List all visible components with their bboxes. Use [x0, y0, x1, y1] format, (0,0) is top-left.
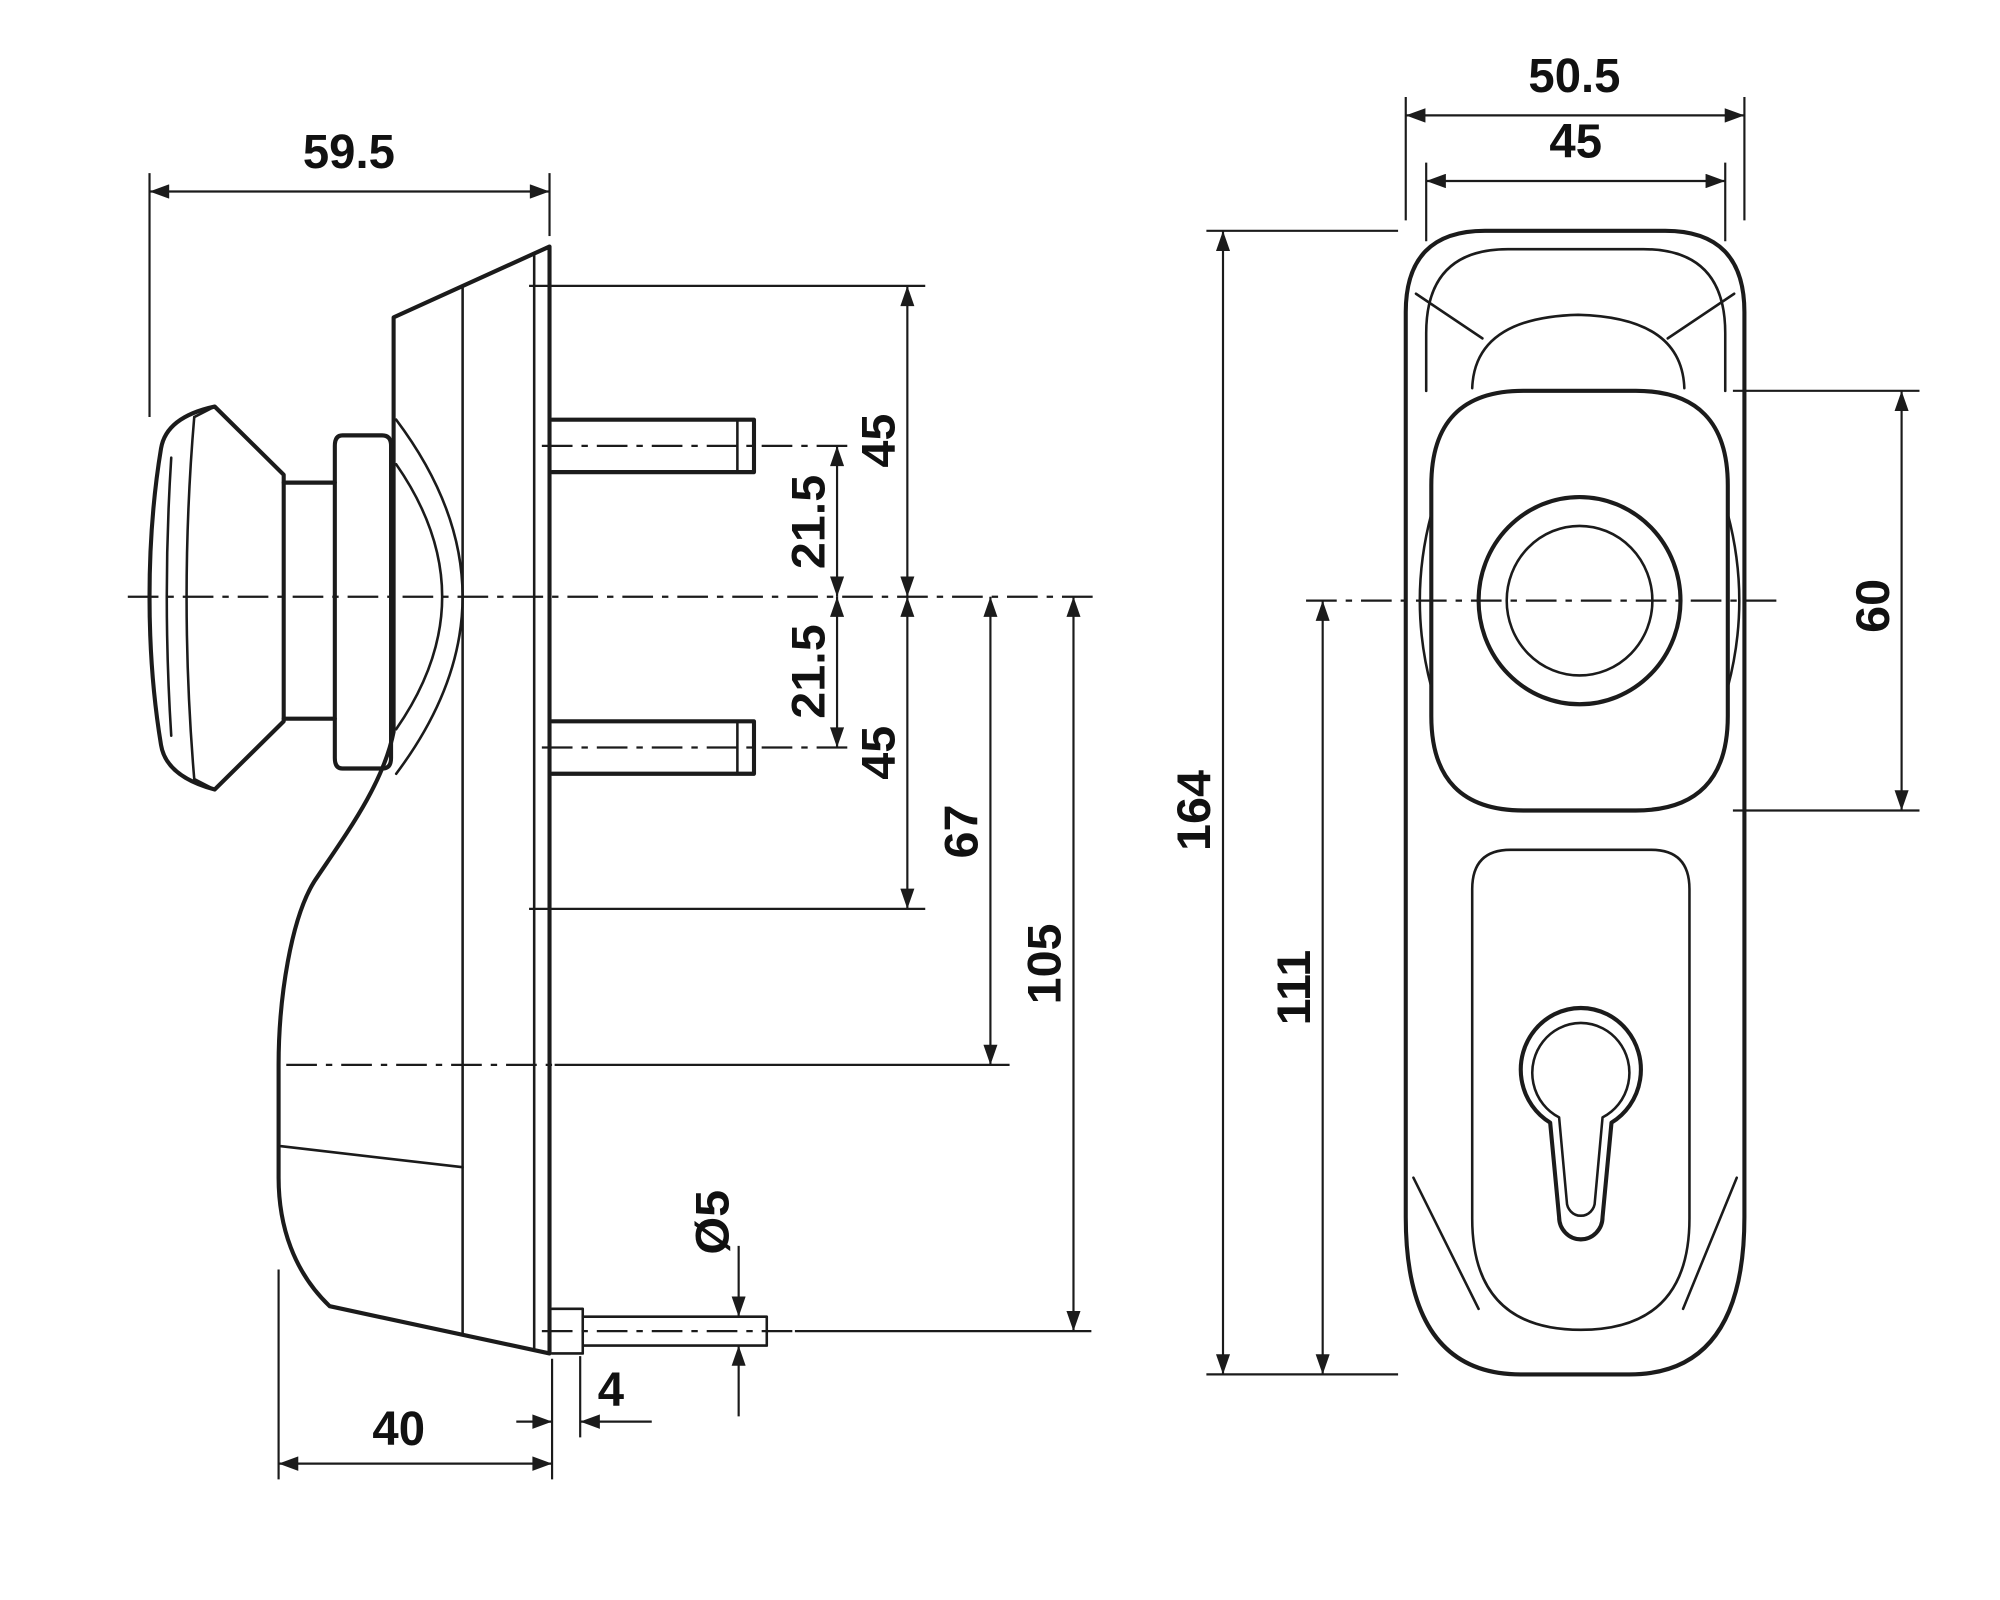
dim-top-to-center: 45 [853, 414, 905, 468]
pin-collar [550, 1307, 585, 1355]
top-facet-left [1414, 292, 1484, 340]
dim-center-to-lower-edge: 45 [853, 726, 905, 780]
knob-facet-bottom [192, 777, 216, 791]
hub-arc-inner [394, 462, 444, 731]
dim-center-to-pin: 105 [1019, 923, 1071, 1004]
dim-center-to-bottom: 111 [1268, 950, 1320, 1026]
knob-face [1505, 524, 1654, 677]
knob-side-bulge-right [1726, 512, 1741, 689]
body-contour-line [279, 1144, 464, 1169]
side-view-dimensions: 59.5 45 21.5 21.5 45 67 105 [148, 125, 1081, 1480]
knob-front [1429, 388, 1730, 813]
knob-facet-top [192, 405, 216, 419]
dim-upper-stud-offset: 21.5 [783, 475, 835, 569]
side-view: 59.5 45 21.5 21.5 45 67 105 [127, 125, 1097, 1480]
faceplate-inner-top [1424, 247, 1727, 393]
knob-facet-arc [185, 415, 196, 781]
dim-base-width: 40 [372, 1403, 425, 1457]
mounting-stud-lower [550, 719, 757, 776]
knob-left-contour [165, 456, 173, 738]
dim-lower-stud-offset: 21.5 [783, 624, 835, 718]
dim-front-inner-width: 45 [1549, 115, 1602, 169]
hub-arc-outer [394, 418, 464, 776]
dim-center-to-keyhole: 67 [936, 804, 988, 858]
front-view-geometry [1403, 228, 1747, 1377]
top-facet-right [1666, 292, 1736, 340]
bottom-facet-right [1681, 1176, 1739, 1311]
faceplate-outline [1403, 228, 1747, 1377]
side-view-centerlines [127, 444, 1097, 1333]
front-view-dimensions: 50.5 45 164 111 60 [1169, 49, 1920, 1376]
dim-knob-height: 60 [1847, 579, 1899, 633]
mounting-stud-upper [550, 417, 757, 475]
bottom-facet-left [1412, 1176, 1480, 1311]
fixing-pin [581, 1315, 769, 1347]
dim-total-height: 164 [1169, 770, 1221, 851]
dim-side-total-width: 59.5 [303, 125, 395, 179]
knob-ring [1476, 494, 1683, 707]
dim-pin-collar-length: 4 [598, 1363, 625, 1417]
escutcheon-inner [1470, 848, 1691, 1332]
keyhole-inner [1531, 1021, 1631, 1217]
front-view: 50.5 45 164 111 60 [1169, 49, 1920, 1377]
top-cap-arc [1470, 313, 1686, 390]
knob-head [147, 404, 286, 792]
dim-front-total-width: 50.5 [1528, 49, 1620, 103]
dim-pin-diameter: Ø5 [687, 1190, 739, 1255]
keyhole [1518, 1005, 1643, 1242]
lock-body-profile [276, 244, 552, 1356]
knob-side-bulge-left [1418, 512, 1433, 689]
side-view-geometry [147, 244, 769, 1356]
knob-collar [332, 433, 394, 771]
